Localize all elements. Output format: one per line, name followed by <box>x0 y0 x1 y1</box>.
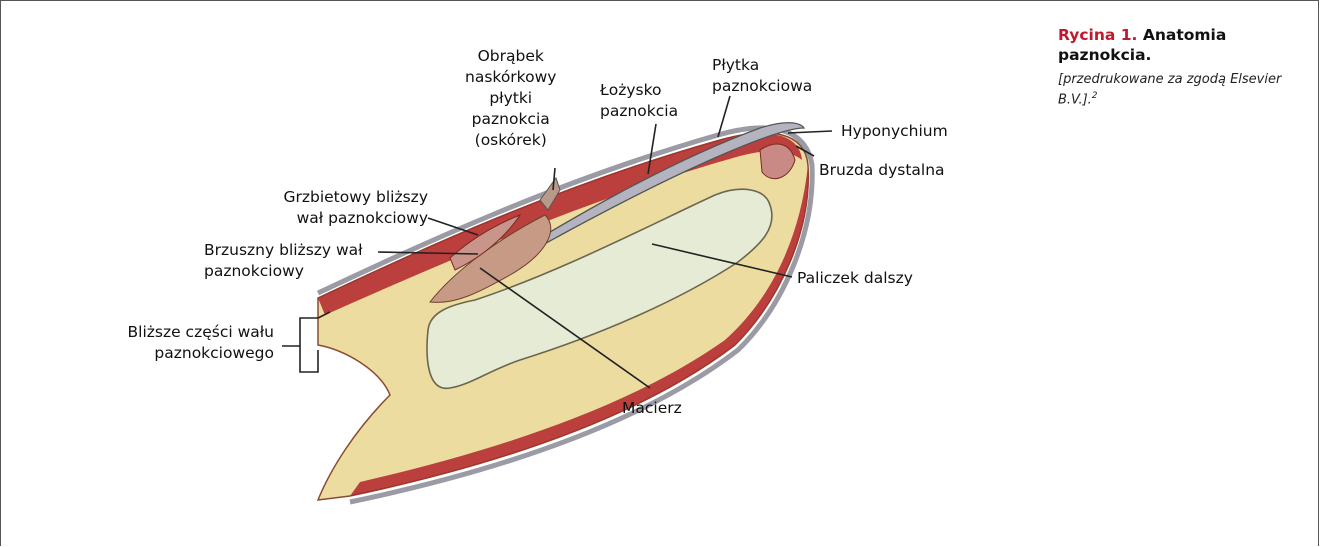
caption-note: [przedrukowane za zgodą Elsevier B.V.].2 <box>1058 71 1288 108</box>
label-ventral-fold-line: Brzuszny bliższy wał <box>204 240 363 261</box>
label-cuticle-line: płytki <box>465 88 556 109</box>
label-nail-plate-line: Płytka <box>712 55 812 76</box>
label-dorsal-fold-line: wał paznokciowy <box>238 208 428 229</box>
label-cuticle-line: (oskórek) <box>465 130 556 151</box>
label-matrix: Macierz <box>622 398 682 419</box>
label-hyponychium: Hyponychium <box>841 121 948 142</box>
caption-title: Rycina 1. Anatomia paznokcia. <box>1058 25 1288 65</box>
label-nail-plate-line: paznokciowa <box>712 76 812 97</box>
label-cuticle-line: naskórkowy <box>465 67 556 88</box>
label-nail-bed: Łożysko paznokcia <box>600 80 678 122</box>
label-distal-groove: Bruzda dystalna <box>819 160 945 181</box>
label-cuticle-line: Obrąbek <box>465 46 556 67</box>
caption-figure-number: Rycina 1. <box>1058 26 1137 44</box>
label-proximal-fold-line: Bliższe części wału <box>60 322 274 343</box>
label-cuticle: Obrąbek naskórkowy płytki paznokcia (osk… <box>465 46 556 151</box>
label-cuticle-line: paznokcia <box>465 109 556 130</box>
label-dorsal-fold-line: Grzbietowy bliższy <box>238 187 428 208</box>
label-proximal-fold: Bliższe części wału paznokciowego <box>60 322 274 364</box>
label-ventral-fold-line: paznokciowy <box>204 261 363 282</box>
label-proximal-fold-line: paznokciowego <box>60 343 274 364</box>
label-ventral-fold: Brzuszny bliższy wał paznokciowy <box>204 240 363 282</box>
label-distal-phalanx: Paliczek dalszy <box>797 268 913 289</box>
leader-hyponychium <box>788 131 832 133</box>
label-nail-plate: Płytka paznokciowa <box>712 55 812 97</box>
caption-note-text: [przedrukowane za zgodą Elsevier B.V.]. <box>1058 72 1281 107</box>
label-dorsal-fold: Grzbietowy bliższy wał paznokciowy <box>238 187 428 229</box>
figure-caption: Rycina 1. Anatomia paznokcia. [przedruko… <box>1058 25 1288 108</box>
label-nail-bed-line: paznokcia <box>600 101 678 122</box>
caption-reference: 2 <box>1092 91 1098 101</box>
label-nail-bed-line: Łożysko <box>600 80 678 101</box>
